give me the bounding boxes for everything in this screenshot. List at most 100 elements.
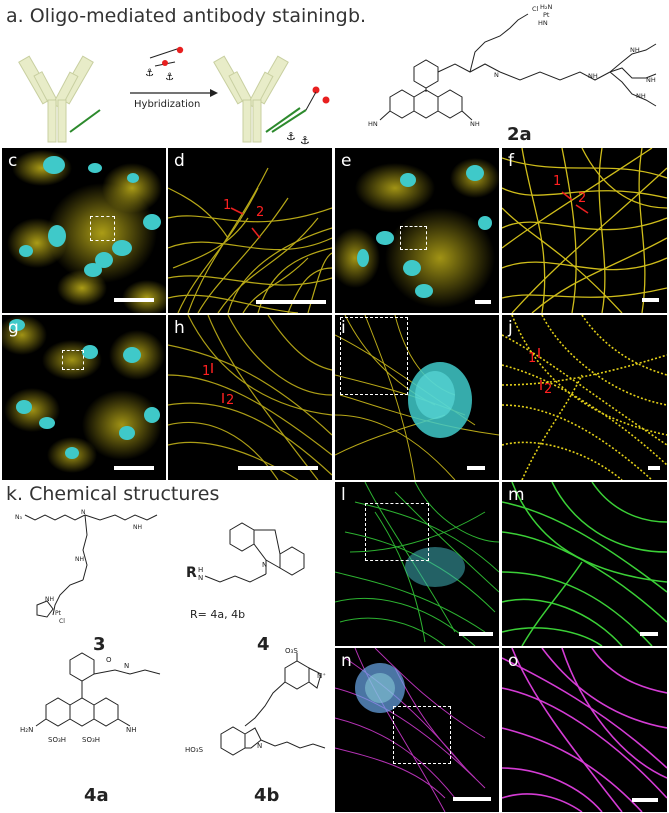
panel-d-label: d xyxy=(174,151,185,171)
panel-l-roi-box xyxy=(365,503,429,561)
compound-4-r-label: R xyxy=(186,565,197,581)
panel-g: g xyxy=(2,315,166,480)
compound-4a-structure: H₂N NH SO₃H SO₃H O N xyxy=(20,652,161,744)
svg-text:NH: NH xyxy=(45,596,54,603)
compound-4b-label: 4b xyxy=(254,785,280,806)
svg-text:Pt: Pt xyxy=(543,11,550,19)
panel-d-line-profiles xyxy=(230,207,261,239)
panel-h-line-1-label: 1 xyxy=(202,364,211,379)
panel-d-scale-bar xyxy=(256,300,326,304)
panel-n-label: n xyxy=(341,651,352,671)
panel-o: o xyxy=(502,648,667,812)
svg-text:NH: NH xyxy=(646,76,656,84)
svg-text:HN: HN xyxy=(368,120,378,128)
panel-i-image xyxy=(335,315,499,480)
svg-text:N: N xyxy=(262,561,267,569)
svg-text:⚓: ⚓ xyxy=(165,72,174,83)
panel-j-scale-bar xyxy=(648,466,660,470)
section-b-label: b. xyxy=(348,5,367,27)
panel-f-scale-bar xyxy=(642,298,659,302)
svg-text:NH: NH xyxy=(630,46,640,54)
panel-i: i xyxy=(335,315,499,480)
svg-text:H₂N: H₂N xyxy=(20,726,33,734)
svg-text:SO₃H: SO₃H xyxy=(82,736,100,744)
section-k-title: k. Chemical structures xyxy=(6,483,220,505)
panel-l-image xyxy=(335,482,499,646)
section-a-title: a. Oligo-mediated antibody staining xyxy=(6,5,348,27)
panel-o-label: o xyxy=(508,651,519,671)
svg-text:N: N xyxy=(81,509,86,516)
panel-h-scale-bar xyxy=(238,466,318,470)
svg-text:NH: NH xyxy=(470,120,480,128)
panel-d-image xyxy=(168,167,332,313)
svg-text:O: O xyxy=(106,656,112,664)
compound-4-label: 4 xyxy=(257,634,270,655)
panel-n-scale-bar xyxy=(453,797,491,801)
panel-m-label: m xyxy=(508,485,525,505)
panel-c-image xyxy=(7,150,166,313)
panel-h-image xyxy=(168,315,332,480)
panel-g-image xyxy=(2,315,165,473)
panel-g-roi-box xyxy=(62,350,84,370)
panel-o-image xyxy=(502,648,667,812)
compound-3-label: 3 xyxy=(93,634,106,655)
oligo-probes: ⚓ ⚓ xyxy=(145,46,184,83)
panel-c-scale-bar xyxy=(114,298,154,302)
svg-text:O₃S: O₃S xyxy=(285,648,298,655)
panel-d: 1 2 d xyxy=(168,148,332,313)
panel-n: n xyxy=(335,648,499,812)
panel-n-roi-box xyxy=(393,706,451,764)
svg-text:NH: NH xyxy=(126,726,137,734)
panel-c: c xyxy=(2,148,166,313)
panel-f-label: f xyxy=(508,151,514,171)
svg-text:HO₃S: HO₃S xyxy=(185,746,204,754)
panel-e-label: e xyxy=(341,151,352,171)
panel-n-image xyxy=(335,648,486,812)
svg-text:NH: NH xyxy=(75,556,84,563)
svg-text:HN: HN xyxy=(538,19,548,27)
antibody-right xyxy=(213,55,289,143)
svg-text:H: H xyxy=(198,566,203,574)
svg-text:N: N xyxy=(257,742,262,750)
compound-4a-label: 4a xyxy=(84,785,109,806)
panel-h-line-profiles xyxy=(211,363,224,403)
svg-text:H₂N: H₂N xyxy=(540,3,552,11)
panel-i-roi-box xyxy=(340,317,408,395)
hybridization-label: Hybridization xyxy=(134,99,201,110)
svg-text:N: N xyxy=(198,574,203,582)
panel-c-roi-box xyxy=(90,216,115,241)
panel-m-scale-bar xyxy=(640,632,658,636)
panel-j-line-1-label: 1 xyxy=(528,351,537,366)
panel-j: 1 2 j xyxy=(502,315,667,480)
svg-text:SO₃H: SO₃H xyxy=(48,736,66,744)
panel-e-roi-box xyxy=(400,226,427,250)
compound-2a-label: 2a xyxy=(507,124,532,145)
panel-m-image xyxy=(502,482,667,646)
panel-e-scale-bar xyxy=(475,300,491,304)
panel-g-scale-bar xyxy=(114,466,154,470)
panel-h-label: h xyxy=(174,318,185,338)
compound-2a-structure: Cl H₂N Pt HN HN NH N NH NH NH NH xyxy=(368,3,657,128)
compound-3-structure: N₃ N NH NH NH Pt Cl xyxy=(15,509,158,625)
panel-f-image xyxy=(502,148,667,313)
panel-c-label: c xyxy=(8,151,18,171)
svg-text:⚓: ⚓ xyxy=(286,130,296,143)
compound-4b-structure: O₃S N⁺ HO₃S N xyxy=(185,648,326,756)
panel-o-scale-bar xyxy=(632,798,658,802)
panel-l: l xyxy=(335,482,499,646)
panel-j-line-2-label: 2 xyxy=(544,382,553,397)
panel-h-line-2-label: 2 xyxy=(226,393,235,408)
panel-e: e xyxy=(335,148,499,313)
svg-text:⚓: ⚓ xyxy=(300,134,310,146)
panel-g-label: g xyxy=(8,318,19,338)
panel-j-line-profiles xyxy=(538,348,542,390)
panel-j-label: j xyxy=(508,318,513,338)
svg-text:N: N xyxy=(124,662,129,670)
panel-f: 1 2 f xyxy=(502,148,667,313)
svg-text:NH: NH xyxy=(588,72,598,80)
panel-d-line-2-label: 2 xyxy=(256,205,265,220)
panel-h: 1 2 h xyxy=(168,315,332,480)
panel-m: m xyxy=(502,482,667,646)
svg-text:NH: NH xyxy=(636,92,646,100)
panel-l-scale-bar xyxy=(459,632,493,636)
